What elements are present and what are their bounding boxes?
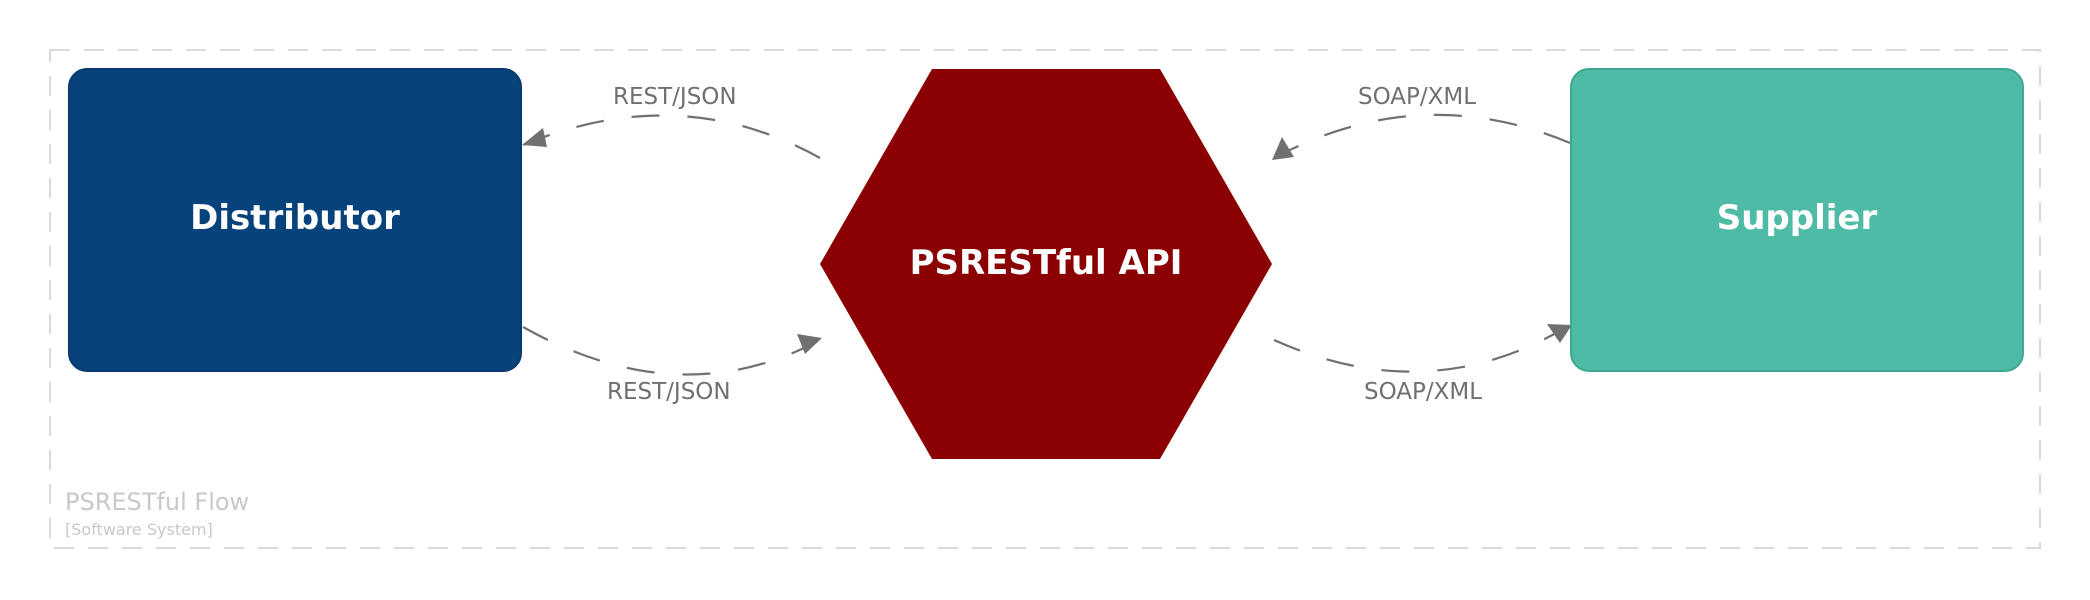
- arrowhead-supplier-bottom: [1547, 324, 1572, 343]
- system-boundary: [49, 49, 2041, 549]
- supplier-node[interactable]: Supplier: [1570, 68, 2024, 372]
- edge-api-to-supplier[interactable]: [1273, 324, 1571, 373]
- api-node[interactable]: PSRESTful API: [820, 69, 1272, 459]
- arrowhead-api-right: [1272, 137, 1294, 160]
- arrowhead-api-left: [797, 334, 822, 354]
- edge-api-to-distributor[interactable]: [522, 114, 821, 159]
- distributor-label: Distributor: [190, 198, 400, 238]
- boundary-type: [Software System]: [65, 520, 213, 539]
- supplier-label: Supplier: [1717, 198, 1878, 238]
- edge-label-api-to-distributor: REST/JSON: [613, 84, 737, 110]
- supplier-box: [1570, 68, 2024, 372]
- boundary-title: PSRESTful Flow: [65, 488, 249, 516]
- edge-supplier-to-api[interactable]: [1273, 113, 1571, 159]
- edge-label-api-to-supplier: SOAP/XML: [1364, 379, 1482, 405]
- edge-distributor-to-api[interactable]: [522, 326, 821, 376]
- api-hexagon: [820, 69, 1272, 459]
- arrowhead-distributor-top: [522, 128, 547, 147]
- distributor-box: [68, 68, 522, 372]
- edge-label-supplier-to-api: SOAP/XML: [1358, 84, 1476, 110]
- api-label: PSRESTful API: [910, 243, 1183, 283]
- distributor-node[interactable]: Distributor: [68, 68, 522, 372]
- edge-label-distributor-to-api: REST/JSON: [607, 379, 731, 405]
